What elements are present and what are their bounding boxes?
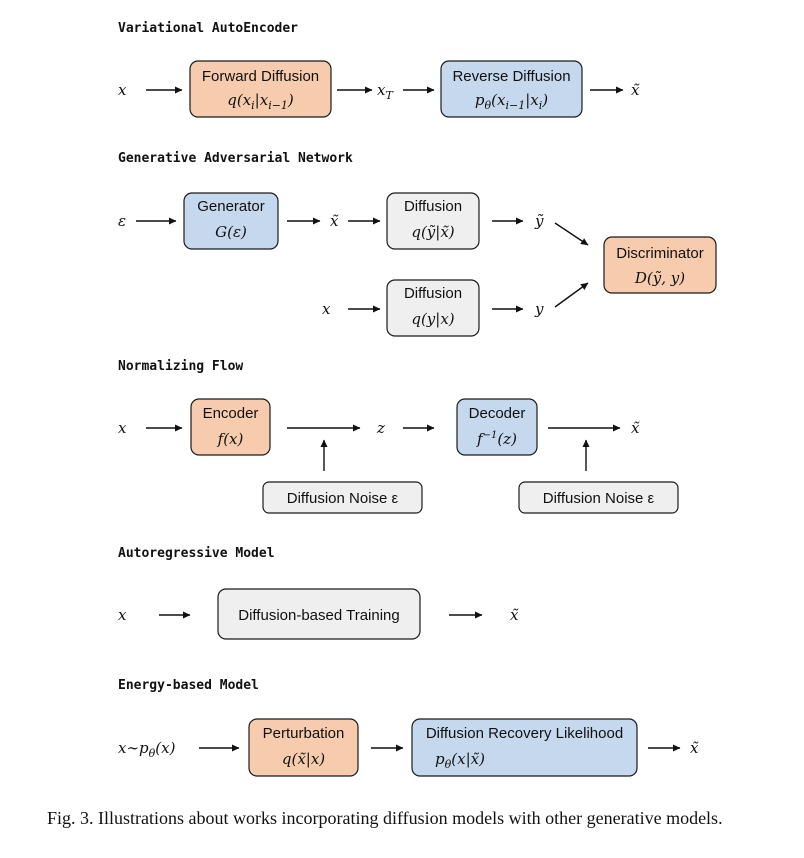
generator-formula: G(ε): [215, 223, 247, 241]
diffusion-real-formula: q(y|x): [411, 310, 454, 328]
vae-section: Variational AutoEncoder x Forward Diffus…: [118, 21, 640, 118]
discriminator-box: [603, 236, 717, 294]
gan-noise-input: ε: [118, 212, 126, 230]
diffusion-fake-formula: q(ỹ|x̃): [411, 223, 454, 241]
flow-section-title: Normalizing Flow: [118, 359, 243, 374]
ar-output: x̃: [510, 606, 519, 624]
perturbation-title: Perturbation: [263, 725, 345, 742]
diffusion-training-label: Diffusion-based Training: [238, 607, 399, 624]
vae-latent: xT: [377, 81, 394, 102]
diffusion-noise-label-1: Diffusion Noise ε: [287, 490, 399, 507]
gan-fake-diffused: ỹ: [534, 212, 544, 230]
reverse-diffusion-formula: pθ(xi−1|xi): [475, 91, 548, 112]
perturbation-formula: q(x̃|x): [282, 750, 325, 768]
perturbation-box: [248, 718, 359, 777]
recovery-likelihood-formula: pθ(x|x̃): [435, 750, 485, 771]
diffusion-box-fake: [386, 192, 480, 250]
diffusion-box-real: [386, 279, 480, 337]
encoder-box: [190, 398, 271, 456]
vae-section-title: Variational AutoEncoder: [118, 21, 298, 36]
vae-input: x: [118, 81, 127, 99]
gan-fake-sample: x̃: [330, 212, 339, 230]
discriminator-formula: D(ỹ, y): [634, 269, 685, 287]
gan-arrow-to-discriminator-1: [554, 222, 589, 246]
ebm-section-title: Energy-based Model: [118, 678, 259, 693]
discriminator-title: Discriminator: [616, 245, 704, 262]
gan-real-input: x: [322, 300, 331, 318]
reverse-diffusion-box: [440, 60, 583, 118]
gan-real-diffused: y: [534, 300, 544, 318]
ebm-output: x̃: [690, 739, 699, 757]
ebm-section: Energy-based Model x∼pθ(x) Perturbation …: [118, 678, 699, 777]
figure-caption: Fig. 3. Illustrations about works incorp…: [47, 808, 723, 828]
ar-section-title: Autoregressive Model: [118, 546, 275, 561]
diffusion-noise-box-1: [262, 481, 423, 514]
forward-diffusion-box: [189, 60, 332, 118]
ar-input: x: [118, 606, 127, 624]
recovery-likelihood-box: [411, 718, 638, 777]
encoder-title: Encoder: [203, 405, 259, 422]
flow-input: x: [118, 419, 127, 437]
gan-section: Generative Adversarial Network ε Generat…: [118, 151, 717, 337]
flow-latent: z: [376, 419, 385, 437]
recovery-likelihood-title: Diffusion Recovery Likelihood: [426, 725, 623, 742]
gan-section-title: Generative Adversarial Network: [118, 151, 353, 166]
diffusion-noise-box-2: [518, 481, 679, 514]
forward-diffusion-title: Forward Diffusion: [202, 68, 319, 85]
encoder-formula: f(x): [217, 430, 244, 448]
ebm-input: x∼pθ(x): [118, 739, 176, 760]
diffusion-noise-label-2: Diffusion Noise ε: [543, 490, 655, 507]
gan-arrow-to-discriminator-2: [554, 282, 589, 308]
flow-section: Normalizing Flow x Encoder f(x) z Decode…: [118, 359, 679, 514]
diffusion-real-title: Diffusion: [404, 285, 462, 302]
diffusion-fake-title: Diffusion: [404, 198, 462, 215]
diffusion-training-box: [217, 588, 421, 640]
vae-output: x̃: [631, 81, 640, 99]
flow-output: x̃: [631, 419, 640, 437]
generator-title: Generator: [197, 198, 265, 215]
decoder-formula: f−1(z): [476, 430, 517, 448]
generator-box: [183, 192, 279, 250]
decoder-box: [456, 398, 538, 456]
decoder-title: Decoder: [469, 405, 526, 422]
reverse-diffusion-title: Reverse Diffusion: [452, 68, 570, 85]
ar-section: Autoregressive Model x Diffusion-based T…: [118, 546, 519, 640]
